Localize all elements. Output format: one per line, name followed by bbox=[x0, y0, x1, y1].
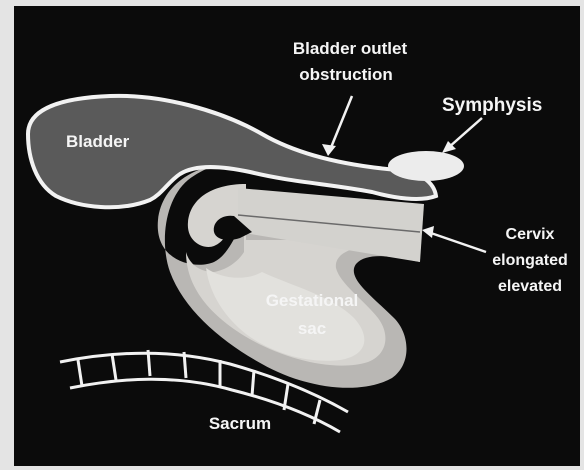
gestational-sac-label-line1: Gestational bbox=[266, 291, 359, 310]
symphysis-label: Symphysis bbox=[442, 95, 542, 116]
bladder-outlet-label-line1: Bladder outlet bbox=[293, 39, 408, 58]
bladder-label: Bladder bbox=[66, 132, 130, 151]
cervix-label-line1: Cervix bbox=[506, 226, 555, 243]
cervix-label-line3: elevated bbox=[498, 278, 562, 295]
sacrum-label: Sacrum bbox=[209, 414, 271, 433]
cervix-label-line2: elongated bbox=[492, 252, 568, 269]
gestational-sac-label-line2: sac bbox=[298, 319, 326, 338]
bladder-outlet-label-line2: obstruction bbox=[299, 65, 393, 84]
symphysis-bone bbox=[388, 151, 464, 181]
